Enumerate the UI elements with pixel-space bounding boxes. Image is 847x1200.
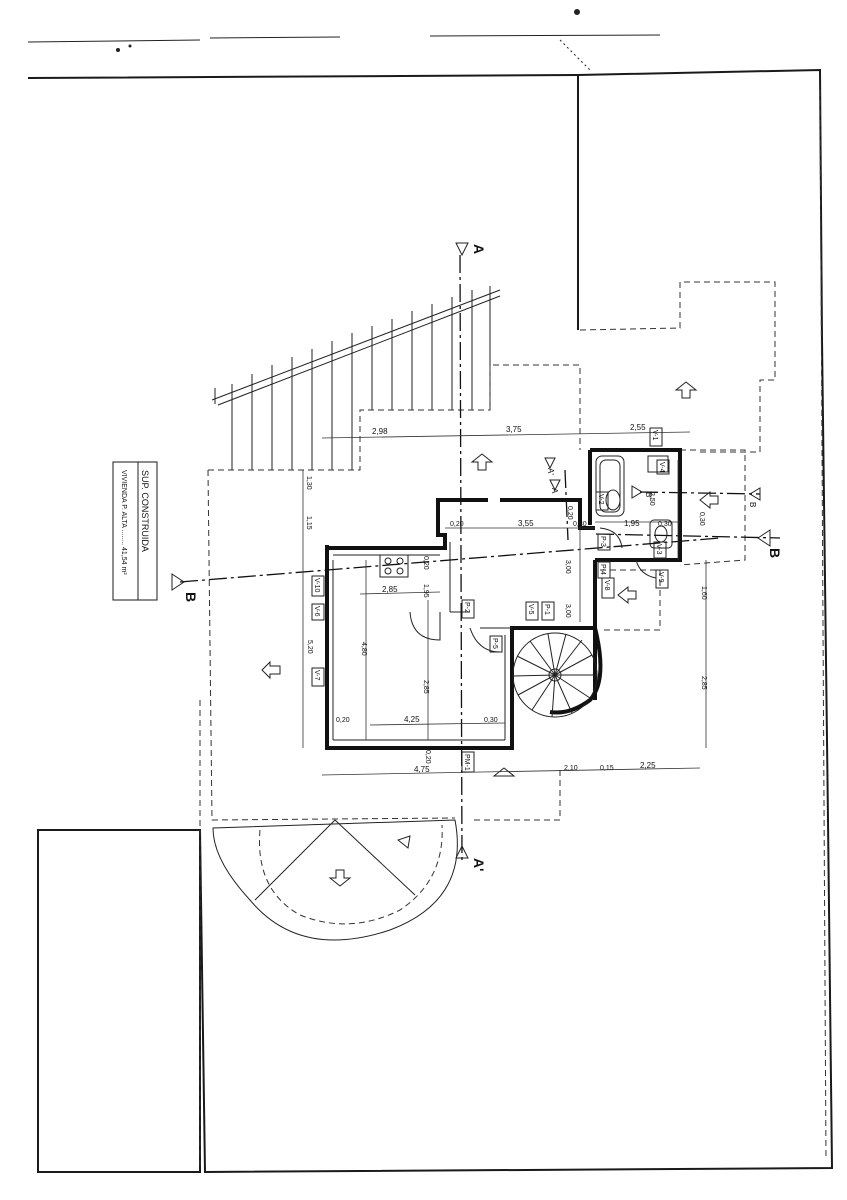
dim-4-75: 4,75 — [414, 765, 430, 774]
tag-v6: V-6 — [313, 606, 320, 617]
tag-p4: P-4 — [599, 564, 606, 575]
dim-2-85-k: 2,85 — [382, 585, 398, 594]
tag-p3: P-3 — [599, 536, 606, 547]
dim-0-20-c: 0,20 — [422, 556, 429, 570]
dim-2-98: 2,98 — [372, 427, 388, 436]
dim-2-55: 2,55 — [630, 423, 646, 432]
tag-v4: V-4 — [658, 462, 665, 473]
spiral-staircase — [512, 632, 598, 718]
dim-3-00-b: 3,00 — [564, 604, 571, 618]
scan-artifacts — [27, 9, 661, 71]
tag-v1: V-1 — [651, 430, 658, 441]
section-label-b-inner-1: B' — [644, 492, 653, 499]
dim-0-20-a: 0,20 — [450, 521, 464, 528]
tag-v5: V-5 — [527, 604, 534, 615]
dimension-labels: 2,98 3,75 2,55 0,20 3,55 0,30 0,20 1,95 … — [305, 423, 707, 774]
dim-5-20: 5,20 — [306, 640, 313, 654]
dim-2-85-m: 2,85 — [422, 680, 429, 694]
legend-title: SUP. CONSTRUIDA — [140, 470, 150, 552]
tag-v10: V-10 — [313, 578, 320, 593]
section-axes — [179, 254, 781, 861]
tag-pm1: PM-1 — [463, 754, 470, 771]
level-arrows — [261, 381, 719, 887]
dim-1-60: 1,60 — [700, 586, 707, 600]
tag-v9: V-9 — [657, 572, 664, 583]
dim-1-95-b: 1,95 — [422, 584, 429, 598]
section-label-b-inner-2: B — [748, 502, 757, 507]
opening-tags: V-1 V-2 V-3 V-4 V-5 V-6 V-7 V-8 V-9 V-10… — [311, 427, 670, 773]
section-label-a-inner-2: A' — [546, 468, 555, 475]
legend-box: SUP. CONSTRUIDA VIVIENDA P. ALTA .......… — [112, 461, 158, 601]
dim-2-10: 2,10 — [564, 765, 578, 772]
dim-0-30-v: 0,30 — [698, 512, 705, 526]
tag-v7: V-7 — [313, 670, 320, 681]
tag-p5: P-5 — [491, 638, 498, 649]
dim-2-50: 2,50 — [648, 492, 655, 506]
tag-v2: V-2 — [597, 494, 604, 505]
section-label-a-top: A — [471, 244, 487, 254]
dim-0-30-c: 0,30 — [484, 717, 498, 724]
dim-2-85-r: 2,85 — [700, 676, 707, 690]
dim-1-95-a: 1,95 — [624, 519, 640, 528]
terraces — [207, 281, 776, 941]
bathroom-fixtures — [595, 455, 673, 549]
section-label-a-bottom: A' — [471, 858, 487, 871]
tag-v8: V-8 — [603, 580, 610, 591]
dim-1-30: 1,30 — [305, 476, 312, 490]
section-label-b-left: B — [183, 592, 199, 602]
tag-p2: P-2 — [463, 602, 470, 613]
plot-boundary — [27, 68, 834, 1174]
dim-0-20-b: 0,20 — [566, 506, 573, 520]
walls — [325, 448, 682, 750]
section-labels: A A' B B A A' B' B — [183, 244, 783, 871]
dim-0-20-e: 0,20 — [424, 750, 431, 764]
dim-3-75: 3,75 — [506, 425, 522, 434]
tag-v3: V-3 — [655, 544, 662, 555]
pergola — [211, 286, 501, 470]
dimension-lines — [302, 431, 707, 776]
dim-0-30-a: 0,30 — [573, 521, 587, 528]
dim-0-30-b: 0,30 — [658, 521, 672, 528]
dim-1-15: 1,15 — [305, 516, 312, 530]
dim-3-55: 3,55 — [518, 519, 534, 528]
dim-3-00-a: 3,00 — [564, 560, 571, 574]
dim-4-80: 4,80 — [360, 642, 367, 656]
dim-0-15: 0,15 — [600, 765, 614, 772]
dim-2-25: 2,25 — [640, 761, 656, 770]
section-markers — [171, 242, 771, 859]
dim-4-25: 4,25 — [404, 715, 420, 724]
legend-line: VIVIENDA P. ALTA ........ 41,54 m² — [120, 470, 127, 575]
section-label-b-right: B — [767, 548, 783, 558]
tag-p1: P-1 — [543, 604, 550, 615]
dim-0-20-d: 0,20 — [336, 717, 350, 724]
section-label-a-inner-1: A — [550, 488, 559, 494]
